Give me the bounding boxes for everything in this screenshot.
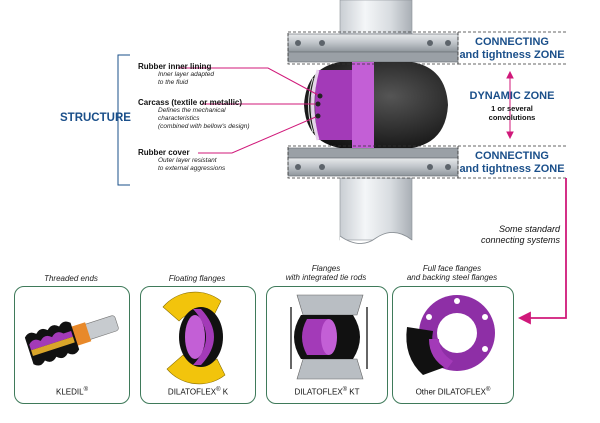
floating-flanges-illustration bbox=[162, 291, 226, 385]
structure-item-desc: Defines the mechanical characteristics (… bbox=[158, 107, 250, 130]
structure-title: STRUCTURE bbox=[60, 112, 131, 124]
tie-rods-illustration bbox=[290, 294, 368, 380]
card-product-name: DILATOFLEX® KT bbox=[294, 387, 360, 397]
full-face-flanges-illustration bbox=[406, 295, 495, 375]
card-dilatoflex-k[interactable]: DILATOFLEX® K bbox=[140, 286, 256, 404]
card-dilatoflex-kt[interactable]: DILATOFLEX® KT bbox=[266, 286, 388, 404]
card-title: Flanges with integrated tie rods bbox=[285, 264, 367, 282]
connecting-zone-bottom-label: CONNECTING and tightness ZONE bbox=[459, 150, 565, 175]
systems-arrow bbox=[517, 178, 567, 325]
card-product-name: Other DILATOFLEX® bbox=[415, 387, 491, 397]
connecting-zone-top-label: CONNECTING and tightness ZONE bbox=[459, 36, 565, 61]
structure-item-desc: Inner layer adapted to the fluid bbox=[158, 71, 215, 86]
structure-item-inner-lining: Rubber inner lining Inner layer adapted … bbox=[138, 62, 214, 87]
structure-item-desc: Outer layer resistant to external aggres… bbox=[158, 157, 226, 172]
card-title: Threaded ends bbox=[44, 274, 98, 283]
structure-item-cover: Rubber cover Outer layer resistant to ex… bbox=[138, 148, 225, 173]
card-other-dilatoflex[interactable]: Other DILATOFLEX® bbox=[392, 286, 514, 404]
card-product-name: DILATOFLEX® K bbox=[167, 387, 229, 397]
connecting-zone-top-box bbox=[287, 31, 459, 65]
bottom-flange bbox=[287, 147, 459, 159]
dynamic-zone-title: DYNAMIC ZONE bbox=[469, 90, 555, 102]
connecting-zone-bottom-box bbox=[287, 145, 459, 179]
structure-item-name: Rubber cover bbox=[138, 148, 190, 157]
card-kledil[interactable]: KLEDIL® bbox=[14, 286, 130, 404]
card-title: Floating flanges bbox=[168, 274, 226, 283]
inner-lining bbox=[315, 70, 352, 140]
structure-bracket bbox=[117, 54, 130, 186]
threaded-ends-illustration bbox=[24, 315, 119, 366]
dynamic-zone-subtitle: 1 or several convolutions bbox=[488, 104, 536, 122]
systems-note: Some standard connecting systems bbox=[480, 224, 560, 245]
pipe-top bbox=[339, 0, 413, 35]
card-product-name: KLEDIL® bbox=[56, 387, 88, 397]
structure-item-name: Rubber inner lining bbox=[138, 62, 212, 71]
structure-item-name: Carcass (textile or metallic) bbox=[138, 98, 243, 107]
carcass-layer bbox=[308, 73, 317, 137]
leader-lines bbox=[178, 67, 321, 154]
structure-item-carcass: Carcass (textile or metallic) Defines th… bbox=[138, 98, 250, 131]
dynamic-zone-arrow bbox=[506, 70, 514, 140]
pipe-bottom bbox=[339, 177, 413, 241]
card-title: Full face flanges and backing steel flan… bbox=[406, 264, 498, 282]
flange-bolts bbox=[295, 40, 451, 170]
